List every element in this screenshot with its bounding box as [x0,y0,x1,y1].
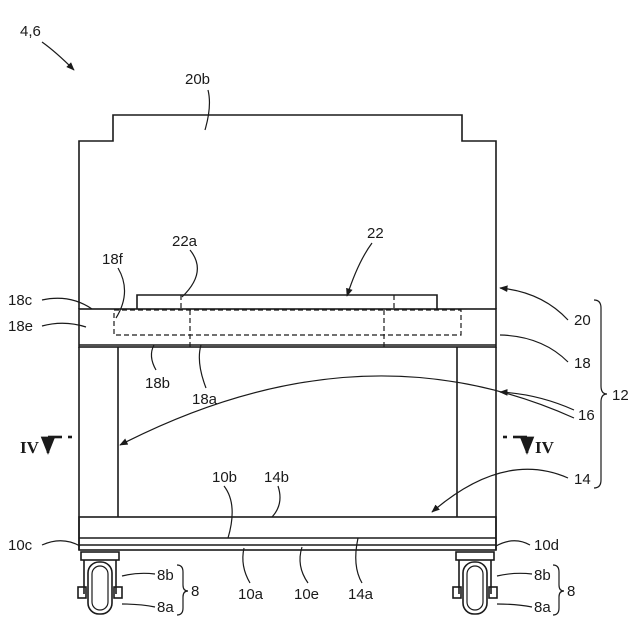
label-14: 14 [574,471,591,488]
section-marker-left [48,437,72,453]
leader-16-left [120,376,574,445]
leader-18b [151,345,156,370]
label-18f: 18f [102,251,124,268]
caster-right [453,552,497,614]
caster-left [78,552,122,614]
leader-22 [347,243,372,296]
label-8a-left: 8a [157,599,174,616]
leader-10b [224,486,232,538]
leader-20b [205,90,209,130]
label-8a-right: 8a [534,599,551,616]
section-marker-right [503,437,527,453]
leader-18c [42,298,92,309]
label-22a: 22a [172,233,198,250]
leader-ref [42,42,74,70]
label-18: 18 [574,355,591,372]
label-8-right: 8 [567,583,575,600]
leader-18a [199,345,206,388]
label-10e: 10e [294,586,319,603]
label-8b-right: 8b [534,567,551,584]
label-16: 16 [578,407,595,424]
label-18e: 18e [8,318,33,335]
leader-10e [300,547,308,583]
leader-14 [432,469,568,512]
leader-8a-left [122,604,155,607]
label-section-left: IV [20,438,40,457]
label-18b: 18b [145,375,170,392]
top-plate [79,309,496,347]
bracket-8-right [553,565,564,615]
label-18c: 18c [8,292,33,309]
label-8-left: 8 [191,583,199,600]
leader-10a [243,548,250,583]
leader-18 [500,335,568,362]
housing-outline [79,115,496,309]
label-10a: 10a [238,586,264,603]
leader-8b-left [122,573,155,576]
label-12: 12 [612,387,629,404]
label-10b: 10b [212,469,237,486]
leader-14b [272,486,280,517]
label-14b: 14b [264,469,289,486]
label-14a: 14a [348,586,374,603]
label-section-right: IV [535,438,555,457]
label-18a: 18a [192,391,218,408]
label-20b: 20b [185,71,210,88]
leader-10d [496,541,530,546]
bracket-8-left [177,565,188,615]
leader-10c [42,541,80,546]
label-figure-ref: 4,6 [20,23,41,40]
label-22: 22 [367,225,384,242]
leader-22a [182,250,197,297]
leader-8a-right [497,604,532,607]
label-10c: 10c [8,537,33,554]
bracket-12 [594,300,607,488]
leader-8b-right [497,573,532,576]
top-plate-recess [114,310,461,335]
label-20: 20 [574,312,591,329]
platform-outline [137,295,437,309]
label-8b-left: 8b [157,567,174,584]
leader-20 [500,288,568,320]
label-10d: 10d [534,537,559,554]
